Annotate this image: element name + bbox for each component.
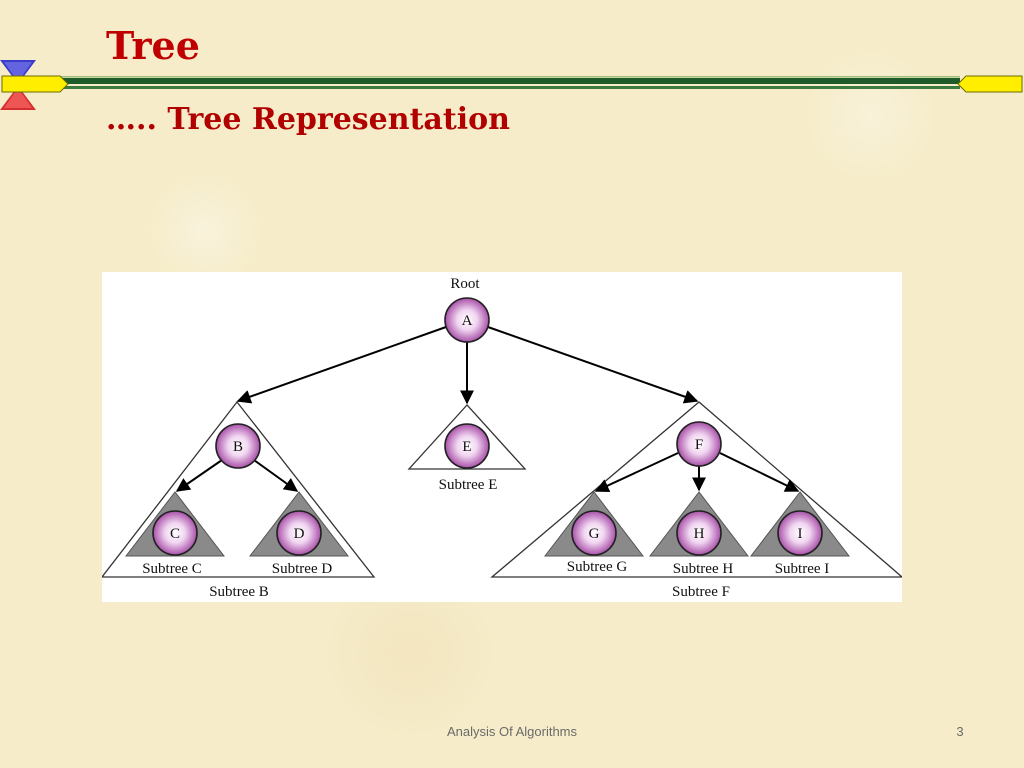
- subtree-h-label: Subtree H: [673, 561, 734, 577]
- footer-page-number: 3: [956, 724, 964, 739]
- subtree-i-label: Subtree I: [775, 561, 830, 577]
- node-g-label: G: [589, 526, 600, 542]
- node-a: A: [444, 297, 490, 343]
- edge-a-f: [487, 326, 699, 404]
- node-h: H: [676, 510, 722, 556]
- subtree-e-label: Subtree E: [439, 477, 498, 493]
- edge-a-b: [236, 326, 447, 404]
- subtree-g-label: Subtree G: [567, 559, 628, 575]
- node-i: I: [777, 510, 823, 556]
- hourglass-ornament-icon: [0, 60, 36, 110]
- node-f: F: [676, 421, 722, 467]
- slide-subtitle: ….. Tree Representation: [106, 102, 510, 137]
- subtree-b-label: Subtree B: [209, 584, 269, 600]
- tree-diagram-svg: Root A B E F C D G: [102, 276, 902, 600]
- node-b: B: [215, 423, 261, 469]
- left-yellow-arrow-icon: [1, 75, 69, 93]
- node-f-label: F: [695, 437, 703, 453]
- subtree-d-label: Subtree D: [272, 561, 333, 577]
- node-g: G: [571, 510, 617, 556]
- node-i-label: I: [798, 526, 803, 542]
- edge-f-i: [719, 452, 800, 492]
- footer-course-title: Analysis Of Algorithms: [446, 724, 578, 739]
- tree-diagram: Root A B E F C D G: [102, 272, 902, 602]
- subtree-b-triangle: [102, 400, 376, 578]
- node-c: C: [152, 510, 198, 556]
- node-c-label: C: [170, 526, 180, 542]
- subtree-f-label: Subtree F: [672, 584, 730, 600]
- node-h-label: H: [694, 526, 705, 542]
- subtree-c-label: Subtree C: [142, 561, 202, 577]
- subtree-e-triangle: [407, 404, 527, 470]
- node-d-label: D: [294, 526, 305, 542]
- title-divider-bar: [0, 60, 1023, 110]
- node-e-label: E: [462, 439, 471, 455]
- node-a-label: A: [462, 313, 473, 329]
- node-b-label: B: [233, 439, 243, 455]
- edge-b-d: [253, 459, 299, 492]
- edge-f-g: [594, 452, 679, 493]
- right-yellow-arrow-icon: [957, 75, 1023, 93]
- edge-b-c: [175, 459, 223, 492]
- root-label: Root: [450, 276, 480, 292]
- node-e: E: [444, 423, 490, 469]
- node-d: D: [276, 510, 322, 556]
- slide-title: Tree: [106, 23, 200, 68]
